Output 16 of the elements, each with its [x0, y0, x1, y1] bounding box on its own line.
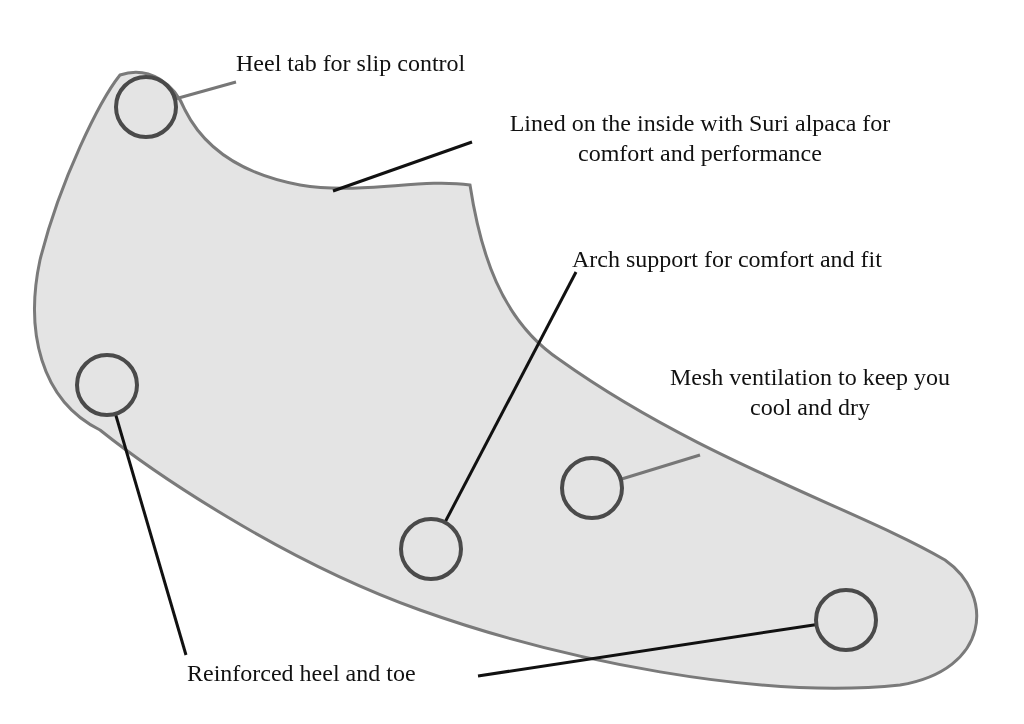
leader-line [477, 623, 816, 678]
callout-text: Reinforced heel and toe [187, 658, 487, 688]
leader-line [332, 140, 473, 193]
callout-text: Arch support for comfort and fit [572, 244, 972, 274]
callout-text: Heel tab for slip control [236, 48, 536, 78]
callout-text: Lined on the inside with Suri alpaca for comfort and performance [470, 108, 930, 168]
callout-circle [560, 456, 624, 520]
callout-circle [114, 75, 178, 139]
callout-circle [814, 588, 878, 652]
leader-line [175, 80, 237, 101]
leader-line [621, 453, 701, 481]
leader-line [114, 414, 188, 656]
callout-circle [75, 353, 139, 417]
callout-text: Mesh ventilation to keep you cool and dry [670, 362, 950, 422]
leader-line [444, 271, 578, 523]
callout-circle [399, 517, 463, 581]
